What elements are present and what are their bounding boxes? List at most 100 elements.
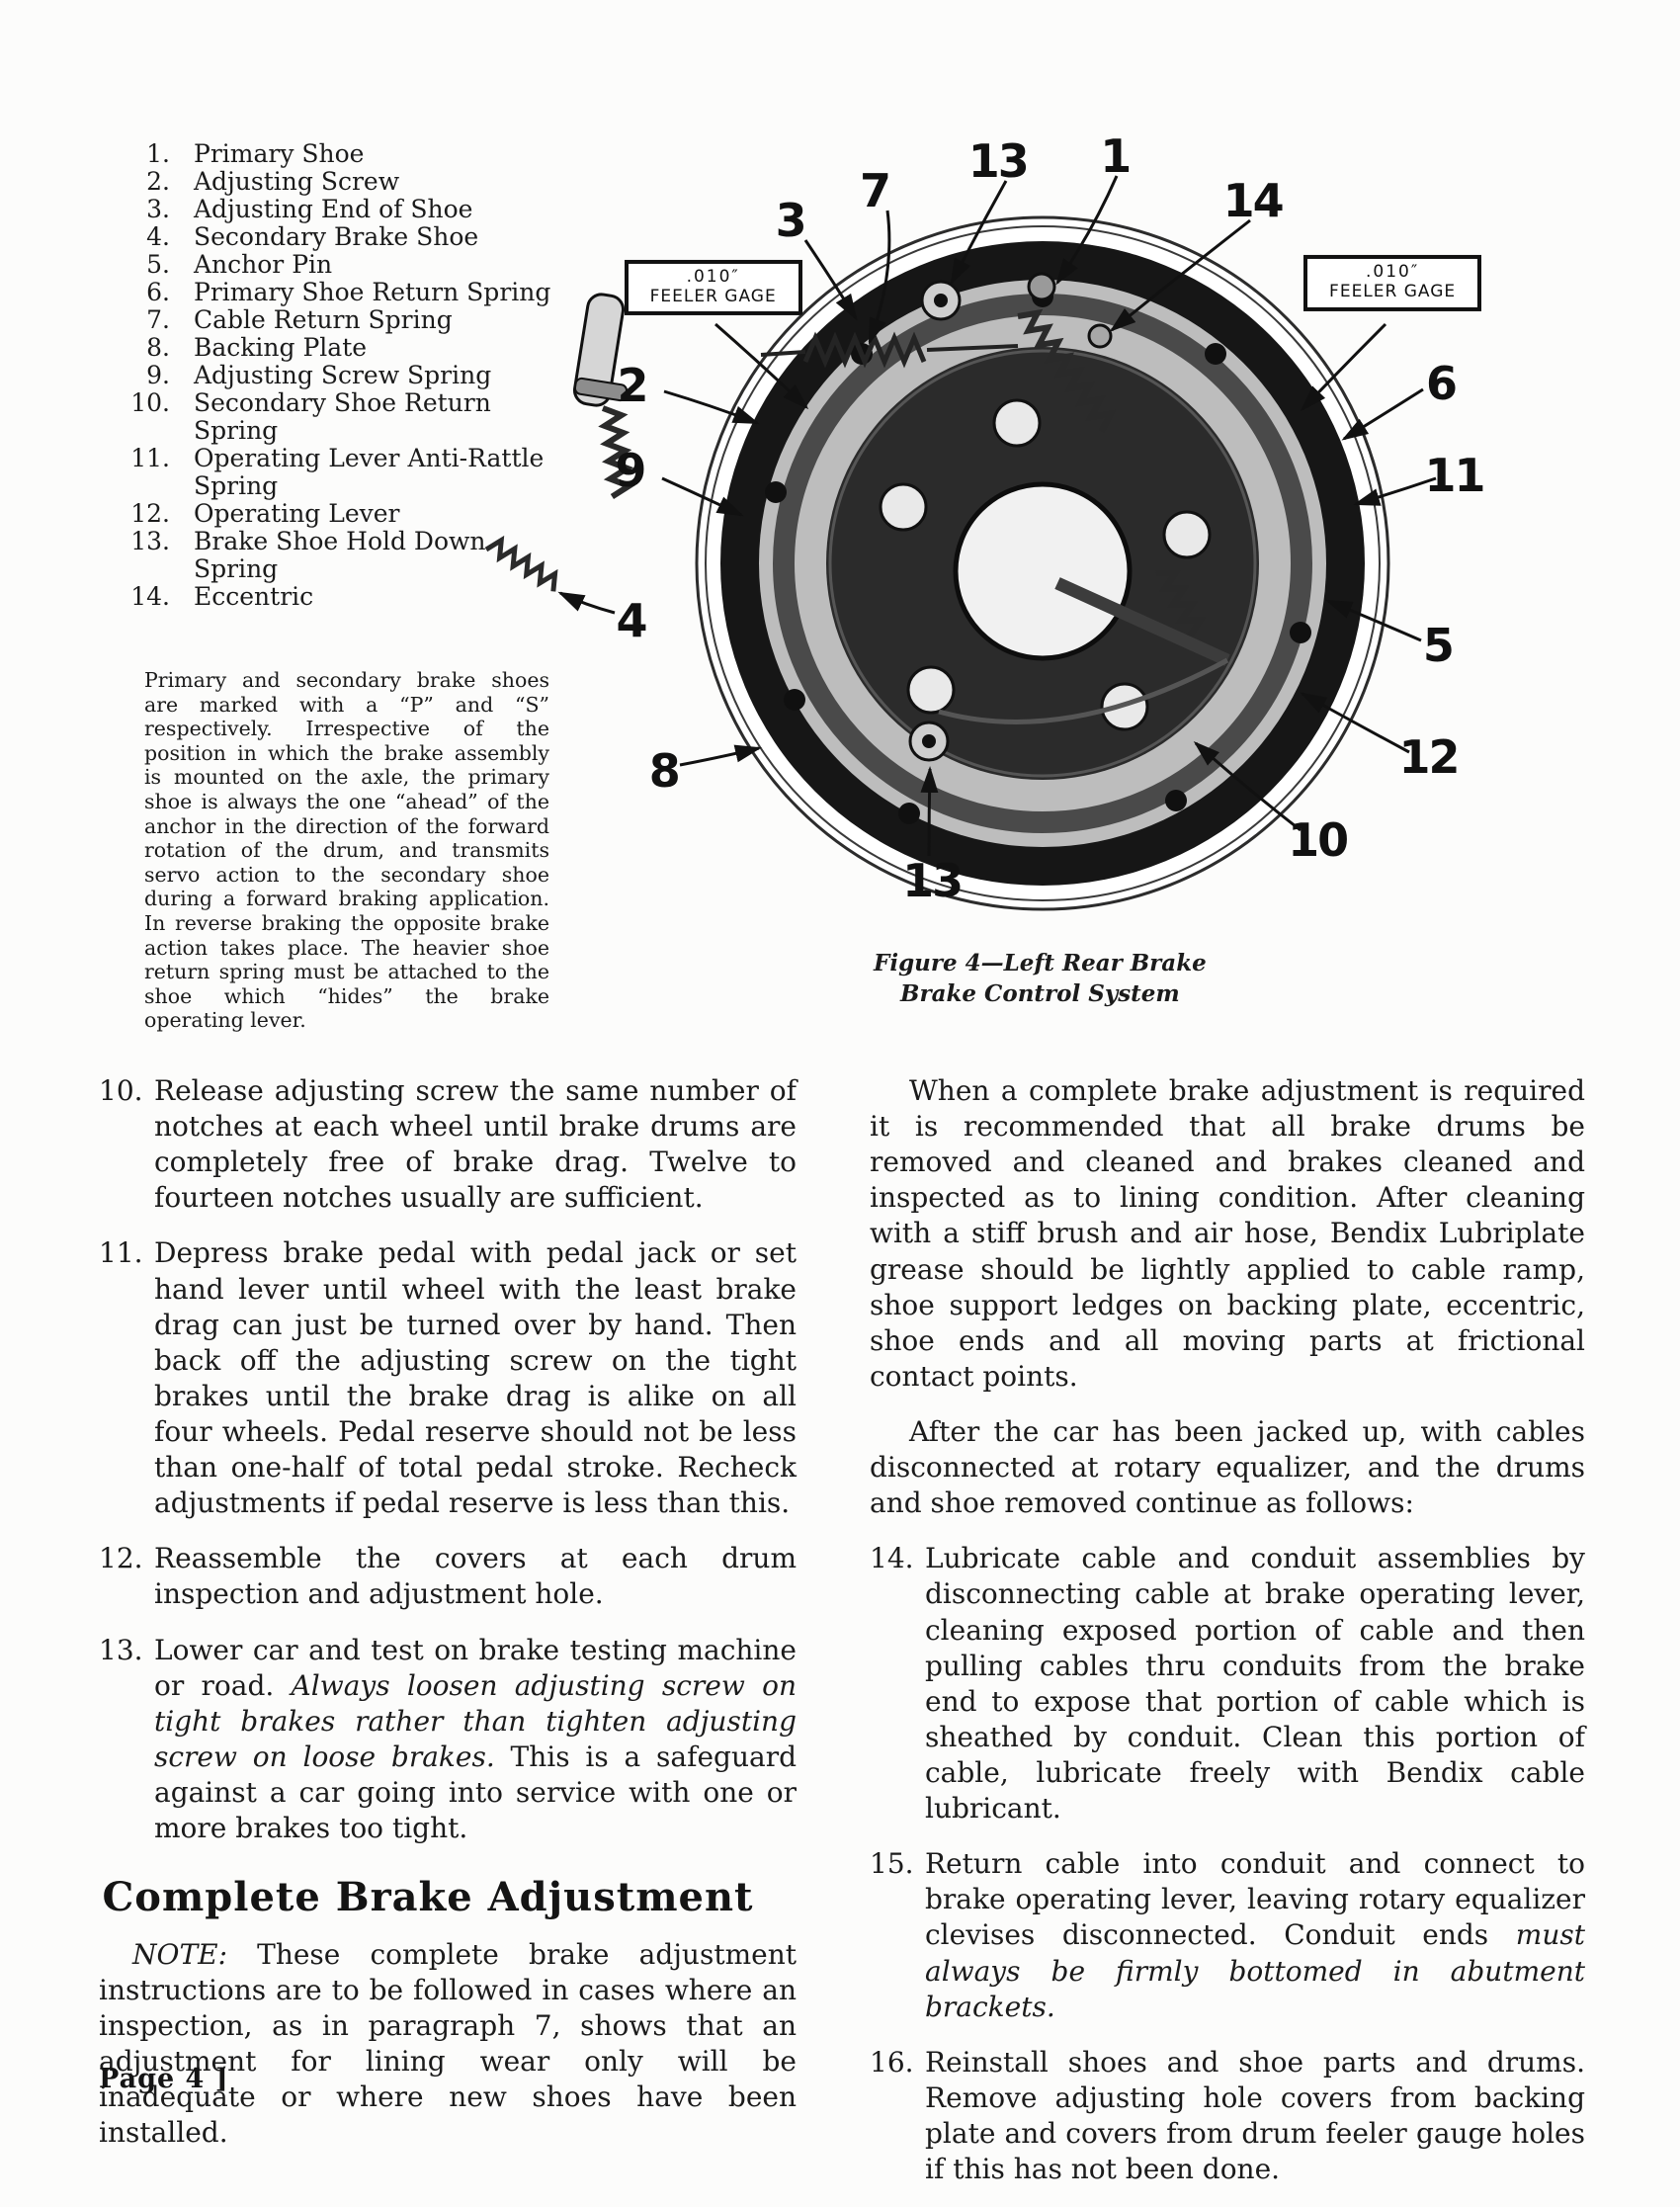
body-paragraph-2: After the car has been jacked up, with c… — [870, 1414, 1585, 1520]
secondary-shoe-return-spring — [1155, 569, 1207, 638]
step-number: 16. — [870, 2045, 914, 2079]
part-label: Operating Lever Anti-Rattle Spring — [194, 444, 545, 500]
parts-list-item: 10. Secondary Shoe Return Spring — [103, 389, 577, 445]
callout-number: 8 — [648, 743, 681, 798]
callout-number: 6 — [1425, 356, 1458, 410]
parts-list-item: 9. Adjusting Screw Spring — [103, 362, 577, 389]
parts-list-item: 5. Anchor Pin — [103, 251, 577, 279]
part-number: 3. — [146, 195, 170, 223]
callout-number: 9 — [615, 443, 646, 497]
callout-number: 11 — [1424, 449, 1486, 503]
eccentric — [1087, 323, 1113, 349]
part-label: Eccentric — [194, 582, 314, 611]
step-text: Return cable into conduit and connect to… — [925, 1847, 1585, 2023]
part-label: Adjusting Screw — [194, 167, 400, 196]
part-label: Operating Lever — [194, 499, 400, 528]
part-number: 4. — [146, 222, 170, 251]
section-heading: Complete Brake Adjustment — [102, 1874, 754, 1921]
feeler-gage-label-right: .010″ FEELER GAGE — [1303, 255, 1482, 311]
callout-number: 2 — [617, 358, 649, 412]
figure-caption: Figure 4—Left Rear Brake Brake Control S… — [874, 948, 1207, 1009]
step-number: 14. — [870, 1542, 914, 1575]
instruction-step: 12. Reassemble the covers at each drum i… — [99, 1541, 797, 1612]
feeler-gage-value: .010″ — [686, 266, 740, 287]
right-column-steps: 14. Lubricate cable and conduit assembli… — [870, 1541, 1585, 2187]
part-number: 6. — [146, 278, 170, 306]
part-label: Cable Return Spring — [194, 305, 453, 334]
callout-number: 12 — [1398, 729, 1461, 784]
part-number: 1. — [146, 139, 170, 168]
primary-shoe-return-spring — [1017, 308, 1117, 433]
callout-number: 13 — [902, 854, 964, 908]
callout-number: 1 — [1100, 129, 1132, 184]
brake-assembly-illustration — [484, 175, 1437, 911]
step-text: Lubricate cable and conduit assemblies b… — [925, 1542, 1585, 1825]
parts-list-item: 11. Operating Lever Anti-Rattle Spring — [103, 445, 577, 500]
left-column: 10. Release adjusting screw the same num… — [99, 1073, 797, 2151]
operating-lever — [938, 577, 1230, 724]
step-text: Lower car and test on brake testing mach… — [154, 1633, 798, 1845]
parts-list-item: 3. Adjusting End of Shoe — [103, 196, 577, 223]
parts-list-item: 7. Cable Return Spring — [103, 306, 577, 334]
step-number: 11. — [99, 1236, 143, 1270]
lug-holes — [879, 398, 1212, 731]
feeler-gage-label-left: .010″ FEELER GAGE — [624, 259, 802, 316]
step-number: 13. — [99, 1633, 143, 1666]
part-label: Anchor Pin — [194, 250, 333, 279]
body-paragraph-1: When a complete brake adjustment is requ… — [870, 1074, 1585, 1393]
parts-list-item: 2. Adjusting Screw — [103, 168, 577, 196]
instruction-step: 16. Reinstall shoes and shoe parts and d… — [870, 2045, 1585, 2187]
step-text: Depress brake pedal with pedal jack or s… — [154, 1236, 797, 1520]
part-label: Secondary Brake Shoe — [194, 222, 479, 251]
step-text: Release adjusting screw the same number … — [154, 1074, 797, 1215]
adjusting-screw-assembly — [572, 293, 636, 500]
part-number: 10. — [130, 388, 170, 417]
part-number: 7. — [146, 305, 170, 334]
feeler-gage-value: .010″ — [1366, 262, 1420, 283]
parts-list-item: 12. Operating Lever — [103, 500, 577, 528]
parts-list-item: 6. Primary Shoe Return Spring — [103, 279, 577, 306]
part-number: 11. — [130, 444, 170, 472]
cable-return-spring — [760, 331, 1019, 369]
note-paragraph: NOTE: These complete brake adjustment in… — [99, 1937, 797, 2150]
parts-list: 1. Primary Shoe 2. Adjusting Screw 3. Ad… — [103, 140, 577, 611]
callout-number: 4 — [616, 593, 647, 647]
instruction-step: 14. Lubricate cable and conduit assembli… — [870, 1541, 1585, 1826]
step-text: Reassemble the covers at each drum inspe… — [154, 1542, 797, 1611]
instruction-step: 15. Return cable into conduit and connec… — [870, 1846, 1585, 2025]
callout-number: 10 — [1288, 813, 1349, 868]
callout-number: 5 — [1422, 619, 1455, 673]
callout-number: 13 — [967, 133, 1030, 188]
part-label: Adjusting Screw Spring — [194, 361, 492, 389]
part-number: 5. — [146, 250, 170, 279]
part-label: Brake Shoe Hold Down Spring — [194, 527, 486, 583]
step-text: Reinstall shoes and shoe parts and drums… — [925, 2045, 1585, 2186]
part-label: Adjusting End of Shoe — [194, 195, 473, 223]
instruction-step: 10. Release adjusting screw the same num… — [99, 1073, 797, 1216]
part-number: 2. — [146, 167, 170, 196]
callout-number: 14 — [1222, 174, 1285, 228]
callout-number: 7 — [859, 164, 891, 218]
instruction-step: 13. Lower car and test on brake testing … — [99, 1633, 797, 1847]
brake-diagram-figure: 3 7 13 1 14 2 9 4 8 13 10 12 5 11 6 — [464, 107, 1492, 1011]
right-column: When a complete brake adjustment is requ… — [870, 1073, 1585, 2207]
part-label: Secondary Shoe Return Spring — [194, 388, 491, 445]
secondary-brake-shoe-spring — [484, 535, 558, 592]
feeler-gage-text: FEELER GAGE — [1329, 281, 1457, 301]
feeler-gage-text: FEELER GAGE — [649, 286, 777, 306]
part-number: 14. — [130, 582, 170, 611]
part-number: 12. — [130, 499, 170, 528]
part-number: 13. — [130, 527, 170, 555]
step-number: 15. — [870, 1847, 914, 1881]
left-column-steps: 10. Release adjusting screw the same num… — [99, 1073, 797, 1846]
page-number-label: Page 4 ] — [99, 2064, 229, 2094]
anchor-pin — [1027, 272, 1056, 301]
figure-caption-line2: Brake Control System — [900, 980, 1180, 1008]
step-number: 10. — [99, 1074, 143, 1107]
axle-hub-hole — [953, 481, 1133, 661]
figure-caption-line1: Figure 4—Left Rear Brake — [874, 950, 1207, 976]
parts-list-item: 4. Secondary Brake Shoe — [103, 223, 577, 251]
part-label: Primary Shoe — [194, 139, 365, 168]
part-label: Primary Shoe Return Spring — [194, 278, 551, 306]
